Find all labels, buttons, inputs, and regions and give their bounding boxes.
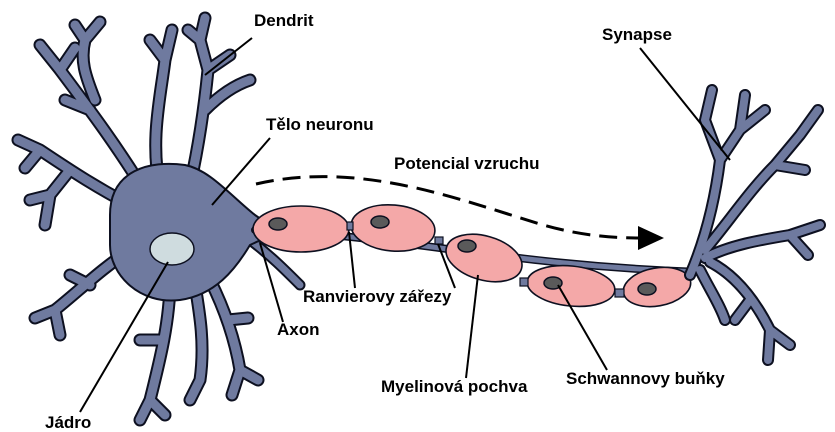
leader-synapse xyxy=(640,48,730,160)
label-myelinova-pochva: Myelinová pochva xyxy=(381,377,528,396)
ranvier-node xyxy=(520,278,528,286)
axon-terminal xyxy=(690,90,820,360)
ranvier-node xyxy=(347,222,353,230)
cell-nucleus xyxy=(150,233,194,265)
label-telo-neuronu: Tělo neuronu xyxy=(266,115,374,134)
leader-dendrit xyxy=(205,38,252,75)
label-dendrit: Dendrit xyxy=(254,11,314,30)
arrow-head-icon xyxy=(638,226,664,250)
cell-body xyxy=(110,164,265,301)
label-ranvierovy-zarezy: Ranvierovy zářezy xyxy=(303,287,452,306)
ranvier-node xyxy=(615,289,624,297)
myelin-segment xyxy=(253,206,349,252)
label-potencial-vzruchu: Potencial vzruchu xyxy=(394,154,539,173)
schwann-nucleus xyxy=(458,240,476,252)
leader-myelin xyxy=(466,275,478,378)
ranvier-node xyxy=(435,237,443,244)
schwann-nucleus xyxy=(371,216,389,228)
label-jadro: Jádro xyxy=(45,413,91,432)
label-schwannovy-bunky: Schwannovy buňky xyxy=(566,369,725,388)
myelin-segment xyxy=(440,226,527,290)
schwann-nucleus xyxy=(269,218,287,230)
schwann-nucleus xyxy=(638,283,656,295)
label-synapse: Synapse xyxy=(602,25,672,44)
leader-telo xyxy=(212,138,270,205)
label-axon: Axon xyxy=(277,320,320,339)
